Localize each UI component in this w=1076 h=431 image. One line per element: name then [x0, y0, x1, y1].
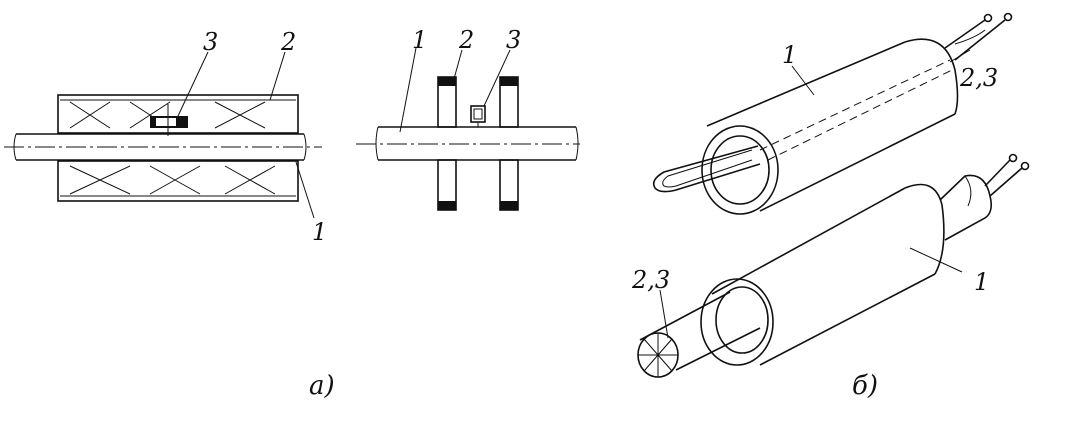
hidden-wire-1 [759, 59, 951, 151]
label-wires-bottom: 2,3 [631, 266, 670, 294]
leader-1-top [791, 65, 815, 96]
leader-23-top [949, 49, 971, 63]
label-wires-top: 2,3 [959, 64, 998, 92]
leader-3-right [483, 49, 511, 107]
figure-a-right-view: 1 2 3 [356, 26, 580, 211]
label-rod-left: 1 [312, 218, 327, 246]
figure-b-bottom-tube: 2,3 1 [631, 153, 1030, 378]
leader-1-right [399, 47, 417, 133]
loop-wire [652, 145, 761, 193]
upper-winding-section [57, 94, 299, 134]
label-coil-right: 3 [506, 26, 521, 54]
sensor-block-right [470, 105, 486, 127]
label-winding-right: 2 [458, 26, 474, 54]
hidden-wire-2 [767, 69, 953, 161]
label-winding-left: 2 [280, 28, 296, 56]
caption-b: б) [852, 371, 878, 401]
caption-a: a) [309, 371, 335, 401]
rod-end-wedges [638, 333, 678, 377]
label-rod-right: 1 [412, 26, 427, 54]
leader-2-right [451, 49, 463, 87]
rod-right [356, 126, 580, 161]
leader-2-left [269, 51, 286, 101]
label-coil-left: 3 [203, 28, 218, 56]
label-tube-top: 1 [782, 41, 797, 69]
leader-1-bottom [909, 247, 963, 273]
rod-left [4, 133, 322, 161]
figure-a-left-view: 3 2 1 [4, 28, 327, 246]
leader-3-left [177, 51, 209, 117]
leader-23-bottom [659, 289, 669, 339]
sensor-chip-left [150, 104, 188, 136]
ring-sensor [499, 76, 519, 211]
figure-b-top-tube: 1 2,3 [652, 12, 1013, 215]
inner-rod [639, 291, 731, 341]
label-tube-bottom: 1 [974, 268, 989, 296]
leader-1-left [295, 161, 315, 219]
lower-winding-section [57, 160, 299, 202]
ring-winding [437, 76, 457, 211]
